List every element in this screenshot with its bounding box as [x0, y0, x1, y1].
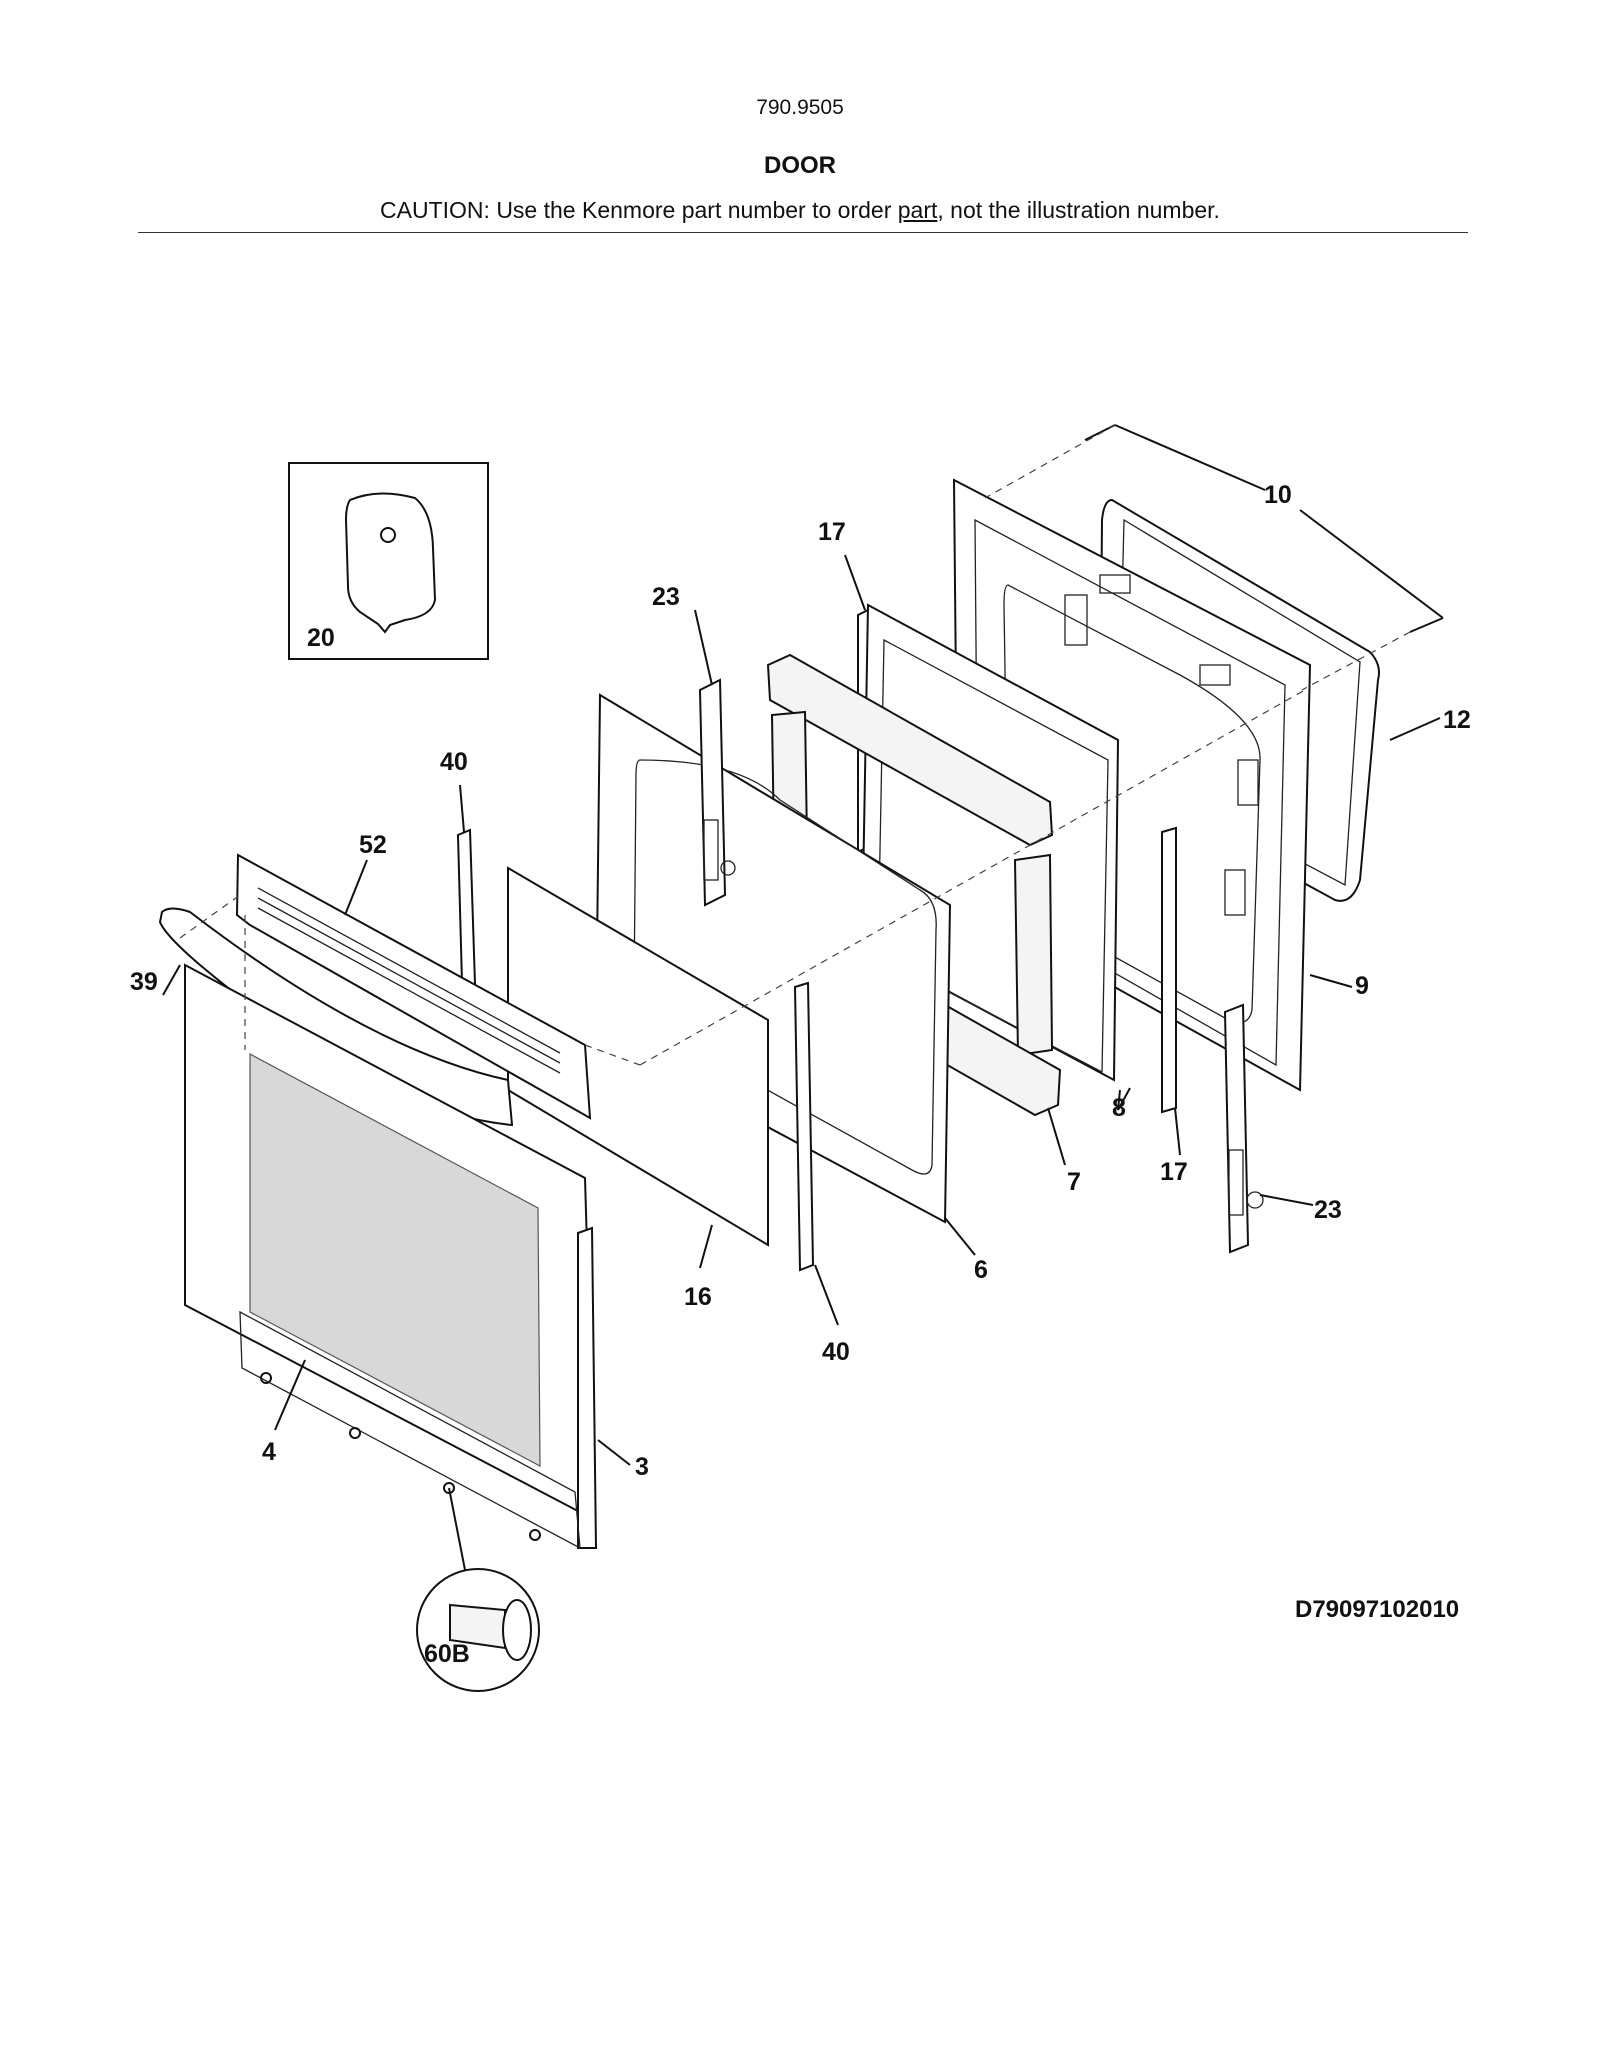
part-23-hinges — [698, 678, 1264, 1254]
callout-52: 52 — [359, 831, 387, 859]
callout-40-bottom: 40 — [822, 1338, 850, 1366]
alignment-lines — [179, 424, 1411, 1066]
callout-20: 20 — [307, 624, 335, 652]
callout-7: 7 — [1067, 1168, 1081, 1196]
caution-note: CAUTION: Use the Kenmore part number to … — [0, 197, 1600, 224]
callout-17-top: 17 — [818, 518, 846, 546]
callout-17-bottom: 17 — [1160, 1158, 1188, 1186]
callout-16: 16 — [684, 1283, 712, 1311]
header-divider — [138, 232, 1468, 233]
callout-12: 12 — [1443, 706, 1471, 734]
callout-10: 10 — [1264, 481, 1292, 509]
caution-text-underlined: part — [897, 197, 938, 223]
part-39-handle — [158, 907, 514, 1127]
callout-39: 39 — [130, 968, 158, 996]
callout-6: 6 — [974, 1256, 988, 1284]
part-3-frame — [239, 1226, 598, 1550]
small-screws — [260, 1372, 541, 1541]
section-title: DOOR — [764, 152, 836, 179]
caution-text-suffix: , not the illustration number. — [937, 197, 1220, 223]
leader-lines — [162, 424, 1444, 1571]
diagram-id: D79097102010 — [1295, 1596, 1459, 1623]
callout-9: 9 — [1355, 972, 1369, 1000]
caution-text-prefix: CAUTION: Use the Kenmore part number to … — [380, 197, 898, 223]
callout-23-bottom: 23 — [1314, 1196, 1342, 1224]
callout-3: 3 — [635, 1453, 649, 1481]
callout-8: 8 — [1112, 1094, 1126, 1122]
model-number: 790.9505 — [756, 96, 844, 119]
part-52-trim — [235, 853, 592, 1120]
part-20-inset — [288, 462, 489, 660]
callout-40-top: 40 — [440, 748, 468, 776]
callout-4: 4 — [262, 1438, 276, 1466]
part-60b-detail — [416, 1568, 540, 1692]
callout-60b: 60B — [424, 1640, 470, 1668]
callout-23-top: 23 — [652, 583, 680, 611]
